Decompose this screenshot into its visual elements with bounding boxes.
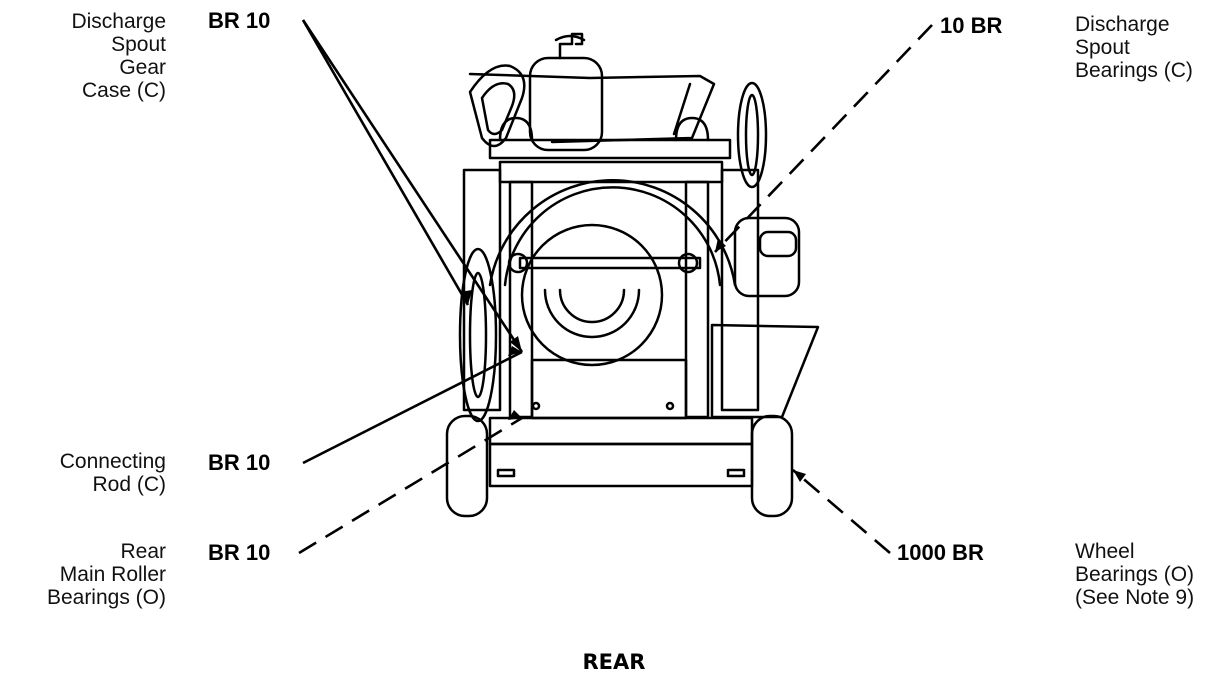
fuel-tank [528, 56, 604, 152]
leader-roller-bearings [298, 416, 523, 555]
side-wheel [458, 247, 498, 423]
fuel-cap-top [554, 34, 586, 42]
handle [468, 64, 526, 148]
arrowhead-gear-case-1 [460, 290, 472, 305]
arrowhead-wheel-bearings [793, 470, 806, 482]
frame-left-upright [462, 168, 502, 412]
arrowhead-connecting-rod [508, 346, 522, 356]
leader-gear-case-2 [301, 19, 524, 353]
code-discharge-spout-gear-case: BR 10 [208, 8, 271, 33]
frame-top-beam [498, 160, 724, 184]
hopper-frame [468, 72, 716, 144]
arrowhead-roller-bearings [508, 410, 522, 420]
side-chute [710, 323, 820, 419]
code-connecting-rod: BR 10 [208, 450, 271, 475]
rear-wheel-left [445, 414, 489, 518]
mixing-drum [520, 223, 664, 367]
leader-wheel-bearings [792, 469, 891, 554]
bumper [488, 442, 754, 488]
pulley [736, 81, 768, 189]
code-rear-main-roller-bearings: BR 10 [208, 540, 271, 565]
leader-gear-case-1 [301, 19, 470, 306]
lower-frame [530, 358, 688, 420]
arrowhead-gear-case-2 [510, 336, 522, 352]
leader-connecting-rod [302, 350, 523, 465]
label-connecting-rod: Connecting Rod (C) [59, 450, 166, 496]
arrowhead-spout-bearings [715, 238, 726, 252]
view-label: REAR [582, 650, 646, 674]
label-discharge-spout-gear-case: Discharge Spout Gear Case (C) [71, 10, 166, 102]
fuel-cap [558, 32, 584, 60]
label-rear-main-roller-bearings: Rear Main Roller Bearings (O) [46, 540, 166, 609]
ring-gear [488, 178, 737, 287]
rear-wheel-right [750, 414, 794, 518]
code-wheel-bearings: 1000 BR [897, 540, 984, 565]
top-shaft [488, 138, 732, 160]
label-discharge-spout-bearings: Discharge Spout Bearings (C) [1075, 13, 1193, 82]
axle-beam [488, 416, 754, 446]
frame-right-upright [720, 168, 760, 412]
label-wheel-bearings: Wheel Bearings (O) (See Note 9) [1075, 540, 1195, 609]
drum-axle [518, 256, 702, 270]
leader-spout-bearings [714, 24, 933, 253]
engine-housing [733, 216, 801, 298]
code-discharge-spout-bearings: 10 BR [940, 13, 1003, 38]
